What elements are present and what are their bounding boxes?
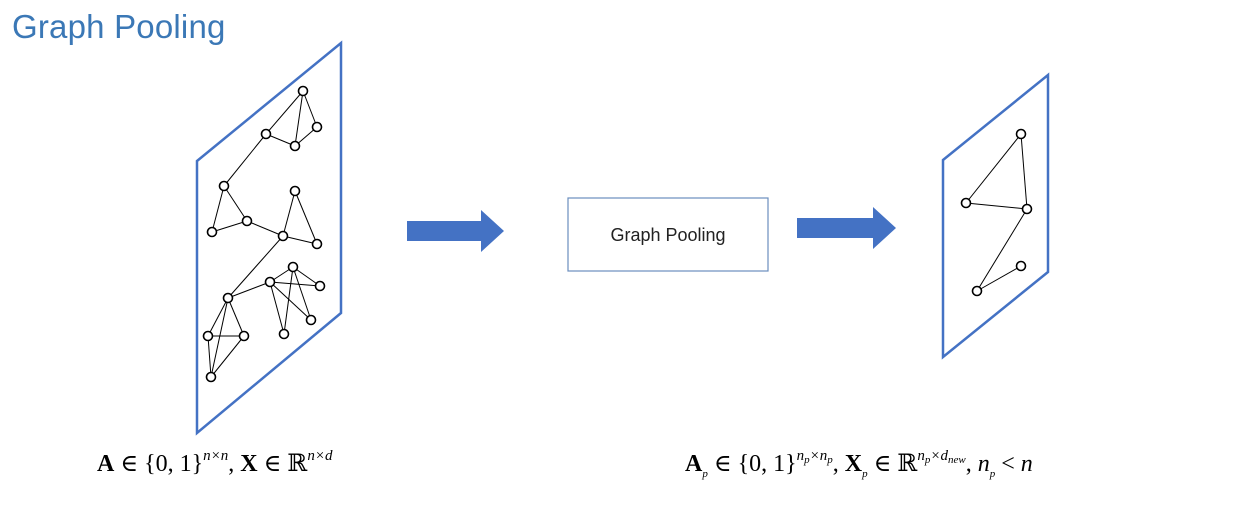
graph-node [241,215,253,227]
graph-pooling-box-label: Graph Pooling [610,225,725,245]
graph-node [1015,260,1027,272]
formula-variable: n [977,451,990,477]
formula-superscript: n [796,448,805,464]
graph-pooling-box [567,197,769,272]
graph-node [287,261,299,273]
formula-text: , [832,451,845,477]
graph-node [1015,128,1027,140]
input-graph-nodes [202,85,326,383]
graph-node [206,226,218,238]
formula-text: ∈ [867,451,898,477]
graph-node [314,280,326,292]
formula-superscript: n [917,448,925,464]
formula-symbol-x: X [240,451,258,477]
arrow-right-icon [407,210,504,252]
formula-symbol-x: X [844,451,863,477]
formula-subscript: p [827,454,833,466]
formula-subscript: p [862,467,868,480]
graph-node [297,85,309,97]
graph-node [205,371,217,383]
pooled-graph-edges [965,133,1028,292]
graph-node [222,292,234,304]
graph-node [960,197,972,209]
graph-node [202,330,214,342]
formula-subscript: p [702,467,708,480]
graph-node [277,230,289,242]
page-title: Graph Pooling [12,8,226,45]
formula-reals-symbol: ℝ [287,449,308,477]
formula-text: ∈ {0, 1} [114,451,204,477]
formula-subscript: p [989,467,996,480]
formula-text: , [228,451,241,477]
formula-symbol-a: A [685,451,703,477]
graph-node [278,328,290,340]
formula-text: < [995,451,1021,477]
formula-superscript: n×d [307,448,333,464]
graph-node [305,314,317,326]
graph-node [260,128,272,140]
graph-node [1021,203,1033,215]
pooled-graph-plane [941,72,1050,360]
pooled-graph-formula: Ap ∈ {0, 1}np×np, Xp ∈ ℝnp×dnew, np < n [685,448,1033,480]
graph-node [289,140,301,152]
graph-node [311,238,323,250]
formula-superscript: × [930,448,941,464]
graph-node [218,180,230,192]
formula-superscript: d [940,448,948,464]
formula-reals-symbol: ℝ [897,449,918,477]
formula-subscript: p [804,454,810,466]
formula-subscript: new [947,454,966,466]
input-graph-formula: A ∈ {0, 1}n×n, X ∈ ℝn×d [97,448,332,478]
formula-symbol-a: A [97,451,115,477]
formula-variable: n [1020,451,1033,477]
graph-node [289,185,301,197]
formula-text: , [965,451,978,477]
input-graph-plane [195,40,343,436]
formula-superscript: n [819,448,828,464]
formula-superscript: × [809,448,820,464]
formula-superscript: n×n [203,448,229,464]
input-graph-edges [207,90,321,378]
graph-node [971,285,983,297]
graph-node [264,276,276,288]
graph-node [238,330,250,342]
graph-node [311,121,323,133]
formula-text: ∈ {0, 1} [707,451,797,477]
formula-subscript: p [924,454,931,466]
pooled-graph-nodes [960,128,1033,297]
formula-text: ∈ [257,451,288,477]
arrow-right-icon [797,207,896,249]
